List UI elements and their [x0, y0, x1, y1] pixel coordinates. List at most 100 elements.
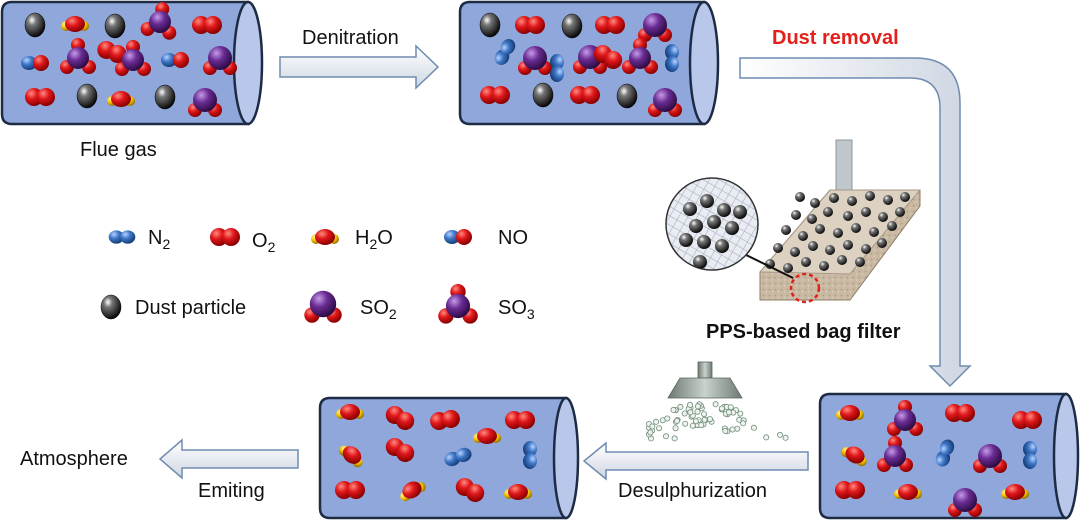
filter-highlight-circle — [789, 272, 821, 304]
spray-droplet — [763, 434, 770, 441]
label-dust-removal: Dust removal — [772, 27, 899, 49]
o2-molecule-icon — [455, 478, 485, 502]
so2-molecule-icon — [948, 488, 982, 517]
dust-particle-icon — [100, 294, 122, 320]
o2-molecule-icon — [835, 481, 865, 499]
dust-particle-icon — [532, 82, 554, 108]
spray-nozzle-icon — [646, 361, 789, 442]
so3-molecule-icon — [60, 38, 96, 74]
dust-particle-icon — [843, 211, 853, 221]
arrow-emiting — [158, 438, 299, 480]
dust-particle-icon — [810, 198, 820, 208]
no-molecule-icon — [161, 52, 189, 68]
spray-droplet — [740, 420, 747, 427]
o2-molecule-icon — [593, 45, 623, 69]
dust-particle-icon — [717, 203, 731, 217]
dust-particle-icon — [801, 257, 811, 267]
dust-particle-icon — [783, 263, 793, 273]
h2o-molecule-icon — [1001, 484, 1029, 500]
no-molecule-icon — [444, 229, 472, 245]
so2-molecule-icon — [304, 290, 342, 323]
o2-molecule-icon — [385, 438, 415, 462]
dust-particle-icon — [825, 245, 835, 255]
n2-molecule-icon — [444, 447, 472, 467]
dust-particle-icon — [878, 212, 888, 222]
o2-molecule-icon — [97, 40, 127, 64]
spray-droplet — [647, 429, 654, 436]
dust-particle-icon — [679, 233, 693, 247]
dust-particle-icon — [725, 221, 739, 235]
spray-droplet — [671, 435, 678, 442]
o2-molecule-icon — [335, 481, 365, 499]
spray-droplet — [674, 417, 681, 424]
dust-particle-icon — [693, 255, 707, 269]
dust-particle-icon — [24, 12, 46, 38]
dust-particle-icon — [561, 13, 583, 39]
o2-molecule-icon — [945, 404, 975, 422]
spray-droplet — [694, 403, 701, 410]
spray-droplet — [682, 420, 689, 427]
legend-n2-label: N2 — [148, 227, 170, 252]
spray-droplet — [692, 418, 699, 425]
n2-molecule-icon — [550, 54, 564, 82]
o2-molecule-icon — [430, 409, 460, 431]
spray-droplet — [737, 410, 744, 417]
label-bag-filter: PPS-based bag filter — [706, 321, 901, 343]
o2-molecule-icon — [515, 16, 545, 34]
arrow-dust-removal-bend — [739, 57, 972, 388]
spray-droplet — [722, 427, 729, 434]
o2-molecule-icon — [385, 406, 415, 430]
n2-molecule-icon — [935, 439, 955, 467]
h2o-molecule-icon — [311, 229, 339, 245]
dust-particle-icon — [829, 193, 839, 203]
dust-particle-icon — [833, 228, 843, 238]
dust-particle-icon — [707, 215, 721, 229]
legend-o2-label: O2 — [252, 230, 276, 255]
so3-molecule-icon — [140, 2, 177, 40]
dust-particle-icon — [689, 219, 703, 233]
dust-particle-icon — [851, 223, 861, 233]
dust-particle-icon — [819, 261, 829, 271]
dust-particle-icon — [877, 238, 887, 248]
h2o-molecule-icon — [336, 404, 364, 420]
dust-particle-icon — [781, 225, 791, 235]
o2-molecule-icon — [25, 88, 55, 106]
dust-particle-icon — [700, 194, 714, 208]
so2-molecule-icon — [638, 13, 672, 42]
spray-droplet — [701, 411, 708, 418]
dust-particle-icon — [865, 191, 875, 201]
n2-molecule-icon — [523, 441, 537, 469]
dust-particle-icon — [869, 227, 879, 237]
so3-molecule-icon — [622, 38, 658, 74]
o2-molecule-icon — [570, 86, 600, 104]
spray-droplet — [664, 415, 671, 422]
h2o-molecule-icon — [836, 405, 864, 421]
dust-particle-icon — [883, 195, 893, 205]
so2-molecule-icon — [518, 46, 552, 75]
legend-h2o-label: H2O — [355, 227, 393, 252]
spray-droplet — [707, 416, 714, 423]
spray-droplet — [670, 406, 677, 413]
dust-particle-icon — [798, 231, 808, 241]
o2-molecule-icon — [1012, 411, 1042, 429]
dust-particle-icon — [887, 221, 897, 231]
so3-molecule-icon — [887, 400, 923, 436]
spray-droplet — [663, 433, 670, 440]
no-molecule-icon — [21, 55, 49, 71]
legend-no-label: NO — [498, 227, 528, 249]
h2o-molecule-icon — [504, 484, 532, 500]
legend-so2-label: SO2 — [360, 297, 397, 322]
spray-droplet — [712, 401, 719, 408]
dust-particle-icon — [733, 205, 747, 219]
dust-particle-icon — [843, 240, 853, 250]
spray-droplet — [672, 425, 679, 432]
pps-bag-filter — [734, 189, 922, 304]
dust-particle-icon — [76, 83, 98, 109]
dust-particle-icon — [861, 244, 871, 254]
o2-molecule-icon — [505, 411, 535, 429]
dust-particle-icon — [855, 257, 865, 267]
o2-molecule-icon — [192, 16, 222, 34]
magnifier-icon — [665, 177, 759, 271]
arrow-desulphurization — [582, 441, 809, 481]
dust-particle-icon — [683, 202, 697, 216]
